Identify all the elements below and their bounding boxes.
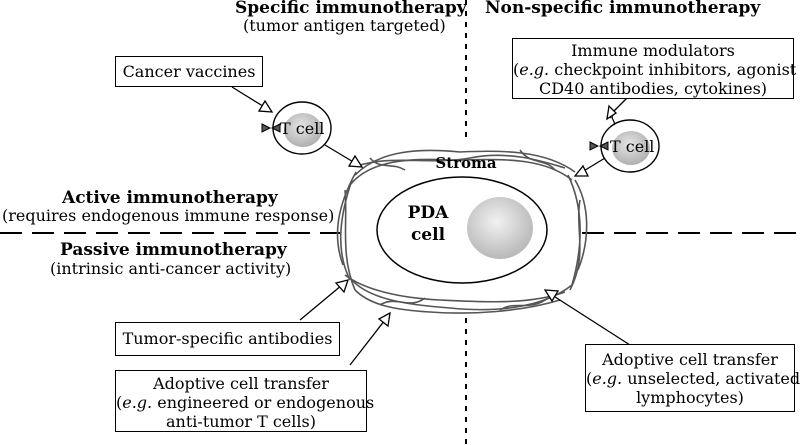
immune-modulators-box: Immune modulators (e.g. checkpoint inhib…	[512, 38, 797, 99]
cancer-vaccines-box: Cancer vaccines	[115, 56, 263, 87]
adoptive-transfer-right-examples-cont: lymphocytes)	[636, 388, 744, 407]
active-immunotherapy-title: Active immunotherapy	[62, 188, 278, 208]
tumor-specific-antibodies-box: Tumor-specific antibodies	[115, 322, 340, 356]
adoptive-transfer-right-box: Adoptive cell transfer (e.g. unselected,…	[585, 344, 800, 412]
t-cell-left-label: T cell	[280, 119, 324, 138]
pda-cell-nucleus	[467, 197, 533, 259]
passive-immunotherapy-subtitle: (intrinsic anti-cancer activity)	[50, 259, 292, 278]
t-cell-right-nucleus	[612, 131, 650, 165]
adoptive-transfer-right-title: Adoptive cell transfer	[602, 350, 778, 369]
adoptive-transfer-right-examples: (e.g. unselected, activated	[586, 369, 800, 388]
non-specific-immunotherapy-title: Non-specific immunotherapy	[485, 0, 761, 18]
t-cell-right-label: T cell	[610, 137, 654, 156]
active-immunotherapy-subtitle: (requires endogenous immune response)	[2, 206, 335, 225]
immune-modulators-examples: (e.g. checkpoint inhibitors, agonist	[513, 60, 797, 79]
arrows	[231, 86, 631, 366]
immune-modulators-title: Immune modulators	[571, 41, 735, 60]
immune-modulators-examples-cont: CD40 antibodies, cytokines)	[538, 79, 768, 98]
passive-immunotherapy-title: Passive immunotherapy	[60, 240, 287, 260]
specific-immunotherapy-subtitle: (tumor antigen targeted)	[243, 16, 446, 35]
adoptive-transfer-left-examples: (e.g. engineered or endogenous	[116, 393, 375, 412]
adoptive-transfer-left-box: Adoptive cell transfer (e.g. engineered …	[115, 370, 375, 432]
specific-immunotherapy-title: Specific immunotherapy	[235, 0, 467, 18]
adoptive-transfer-left-title: Adoptive cell transfer	[153, 374, 329, 393]
pda-label-line1: PDA	[408, 203, 450, 223]
t-cell-left-nucleus	[284, 113, 322, 147]
adoptive-transfer-left-examples-cont: anti-tumor T cells)	[166, 412, 316, 431]
pda-label-line2: cell	[411, 225, 446, 245]
t-cell-right-receptor-icon	[589, 141, 609, 151]
stroma-fibers	[336, 149, 588, 314]
t-cell-left-receptor-icon	[261, 123, 281, 133]
stroma-label: Stroma	[435, 154, 497, 172]
tumor-specific-antibodies-label: Tumor-specific antibodies	[122, 329, 333, 348]
cancer-vaccines-label: Cancer vaccines	[122, 62, 256, 81]
